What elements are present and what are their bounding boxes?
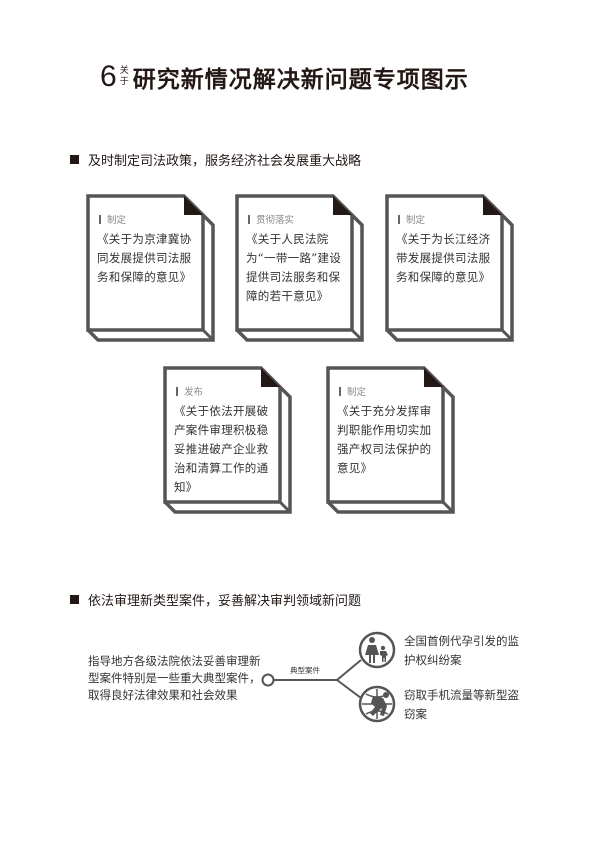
card-tag: 制定 — [339, 384, 366, 398]
document-icon — [385, 194, 514, 342]
section2-body: 指导地方各级法院依法妥善审理新型案件特别是一些重大典型案件，取得良好法律效果和社… — [88, 654, 261, 702]
card-tag: 制定 — [398, 212, 425, 226]
document-icon — [235, 194, 364, 342]
card-title: 《关于为京津冀协同发展提供司法服务和保障的意见》 — [97, 232, 192, 284]
card-tag: 发布 — [176, 384, 203, 398]
document-icon — [163, 366, 292, 514]
document-icon — [326, 366, 455, 514]
policy-document-card: 制定 《关于充分发挥审判职能作用切实加强产权司法保护的意见》 — [326, 366, 455, 516]
branch-diagram — [261, 631, 396, 723]
title-prefix: 关于 — [119, 66, 129, 87]
case-2-label: 窃取手机流量等新型盗窃案 — [404, 688, 519, 721]
card-title: 《关于依法开展破产案件审理积极稳妥推进破产企业救治和清算工作的通知》 — [174, 404, 269, 494]
root-node-icon — [261, 673, 275, 687]
square-bullet-icon — [70, 155, 79, 164]
case-1-label: 全国首例代孕引发的监护权纠纷案 — [404, 634, 519, 667]
card-tag: 制定 — [99, 212, 126, 226]
section-heading-text: 依法审理新类型案件，妥善解决审判领域新问题 — [88, 594, 362, 609]
card-title: 《关于人民法院为“一带一路”建设提供司法服务和保障的若干意见》 — [246, 232, 342, 303]
square-bullet-icon — [70, 595, 79, 604]
section-heading-1: 及时制定司法政策，服务经济社会发展重大战略 — [70, 150, 361, 169]
policy-document-card: 发布 《关于依法开展破产案件审理积极稳妥推进破产企业救治和清算工作的通知》 — [163, 366, 292, 516]
card-title: 《关于充分发挥审判职能作用切实加强产权司法保护的意见》 — [337, 404, 432, 475]
policy-document-card: 贯彻落实 《关于人民法院为“一带一路”建设提供司法服务和保障的若干意见》 — [235, 194, 364, 344]
card-title: 《关于为长江经济带发展提供司法服务和保障的意见》 — [396, 232, 491, 284]
title-text: 研究新情况解决新问题专项图示 — [132, 66, 469, 93]
section-heading-2: 依法审理新类型案件，妥善解决审判领域新问题 — [70, 590, 361, 609]
globe-thief-icon — [358, 685, 396, 723]
page-title: 6 关于 研究新情况解决新问题专项图示 — [100, 60, 469, 94]
branch-label: 典型案件 — [290, 666, 320, 675]
mother-child-icon — [358, 631, 396, 669]
policy-document-card: 制定 《关于为长江经济带发展提供司法服务和保障的意见》 — [385, 194, 514, 344]
policy-document-card: 制定 《关于为京津冀协同发展提供司法服务和保障的意见》 — [86, 194, 215, 344]
document-icon — [86, 194, 215, 342]
chapter-number: 6 — [100, 60, 118, 93]
card-tag: 贯彻落实 — [248, 212, 294, 226]
section-heading-text: 及时制定司法政策，服务经济社会发展重大战略 — [88, 154, 362, 169]
